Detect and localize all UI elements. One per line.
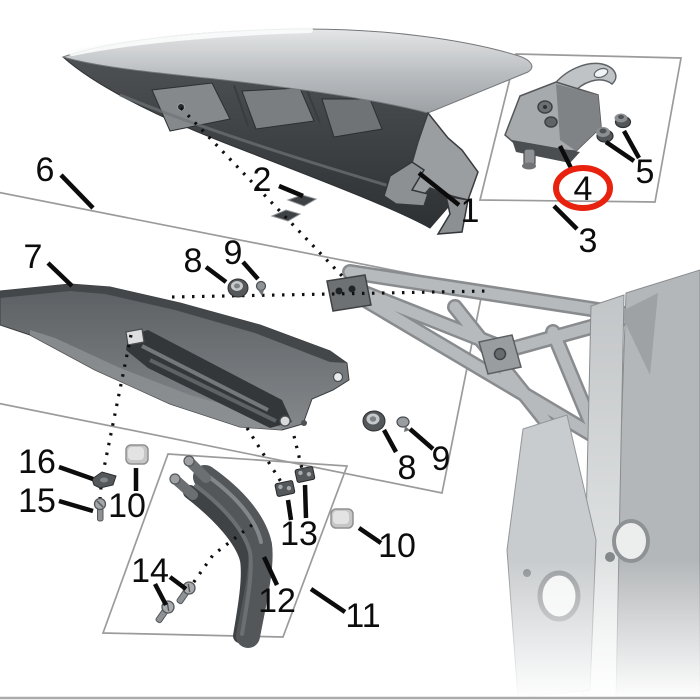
callout-8-label: 8 — [184, 242, 203, 280]
callout-9-leader — [241, 260, 260, 281]
callout-8-leader — [204, 265, 228, 284]
screw-part-9 — [255, 280, 267, 296]
callout-13-leader — [302, 484, 309, 519]
seat-latch-part-4-illustration — [504, 62, 617, 170]
cable-clamp-part-13 — [274, 480, 296, 497]
callout-7-label: 7 — [24, 238, 43, 276]
subframe-illustration — [326, 264, 700, 700]
callout-4-leader — [557, 144, 575, 172]
callout-9-label: 9 — [224, 234, 243, 272]
assembly-dotted-line — [245, 427, 285, 486]
seat-part-1-illustration — [61, 27, 533, 235]
callout-15-label: 15 — [18, 482, 56, 520]
callout-11-label: 11 — [345, 597, 380, 635]
flange-nut-part-5 — [614, 113, 632, 129]
parts-artwork-layer — [0, 27, 700, 700]
callout-12-label: 12 — [258, 582, 296, 620]
callout-2-label: 2 — [253, 161, 272, 199]
callout-5-label: 5 — [636, 153, 655, 191]
callout-15-leader — [58, 498, 94, 514]
grommet-part-8 — [227, 278, 249, 298]
seat-rear-hooks — [383, 111, 479, 235]
frame-front-mount-plate — [326, 274, 372, 312]
callout-10-leader — [357, 526, 383, 545]
callout-13-leader — [285, 499, 294, 521]
callout-10-label: 10 — [378, 527, 416, 565]
side-cover-rear-hole — [332, 371, 344, 383]
callout-6-label: 6 — [36, 151, 55, 189]
side-cover-front-hole — [125, 328, 145, 346]
callout-16-label: 16 — [18, 443, 56, 481]
screw-part-15 — [93, 497, 107, 522]
callout-11-leader — [309, 587, 347, 614]
small-hardware-layer — [91, 113, 632, 624]
callout-5-leader — [604, 140, 636, 163]
detail-boxes-layer — [0, 53, 683, 638]
callout-5-leader — [622, 129, 641, 160]
callout-2-leader — [278, 183, 304, 199]
cable-clamp-part-13 — [294, 466, 316, 483]
callout-16-leader — [58, 464, 94, 482]
cushion-pad-part-10 — [125, 444, 149, 465]
assembly-dotted-line — [292, 435, 305, 474]
seat-damper-pads-part-2 — [270, 194, 318, 222]
detail-box-3 — [478, 53, 683, 203]
grommet-part-8 — [362, 410, 386, 432]
highlight-circle-part-4 — [553, 165, 613, 211]
callout-3-leader — [552, 204, 579, 231]
callout-9-label: 9 — [432, 440, 451, 478]
callout-8-label: 8 — [398, 449, 417, 487]
callout-10-label: 10 — [108, 487, 146, 525]
callout-14-leader — [168, 575, 188, 591]
callout-3-label: 3 — [579, 222, 598, 260]
detail-box-6 — [0, 191, 485, 495]
detail-box-11 — [101, 453, 349, 638]
flange-nut-part-5 — [596, 127, 614, 143]
cushion-pad-part-10 — [330, 508, 354, 529]
callout-14-leader — [153, 582, 168, 607]
side-cover-part-7-illustration — [0, 283, 350, 431]
screw-part-14 — [176, 581, 196, 605]
callout-14-label: 14 — [131, 552, 169, 590]
callout-13-label: 13 — [280, 515, 318, 553]
callout-9-leader — [408, 427, 435, 451]
callout-7-leader — [46, 261, 74, 288]
stay-bracket-part-12-illustration — [169, 455, 273, 648]
callout-1-label: 1 — [461, 192, 480, 230]
screw-part-9 — [396, 416, 410, 432]
callout-1-leader — [417, 171, 461, 207]
callout-8-leader — [382, 428, 398, 454]
callout-4-label: 4 — [574, 170, 593, 208]
callout-12-leader — [261, 556, 280, 586]
clip-nut-part-16 — [91, 471, 117, 489]
assembly-dotted-line — [101, 334, 133, 474]
callout-6-leader — [59, 173, 95, 210]
